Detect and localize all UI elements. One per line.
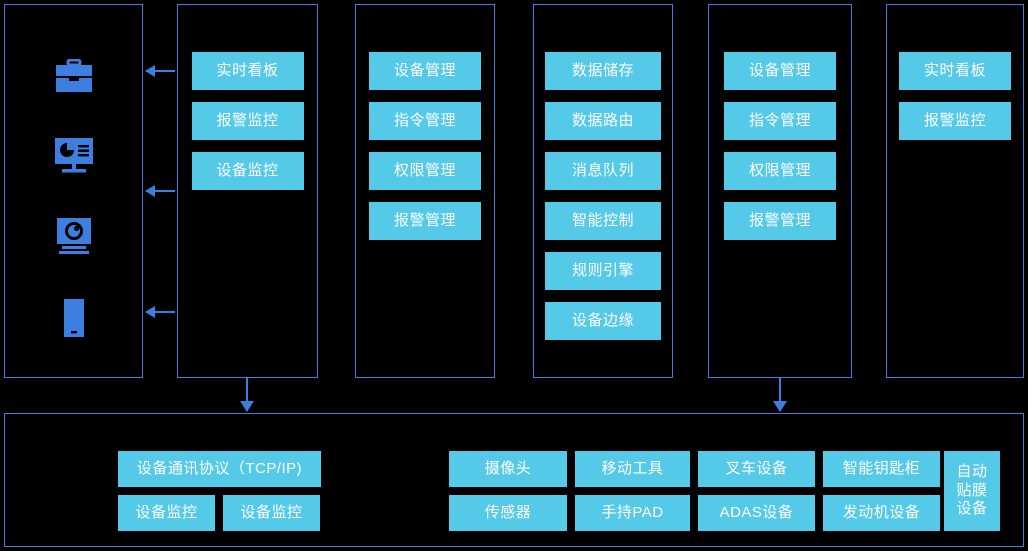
tall-device-group: 自动 贴膜 设备 (944, 451, 1000, 531)
column-management-layer-2: 设备管理 指令管理 权限管理 报警管理 (708, 4, 852, 378)
column-platform-layer: 数据储存 数据路由 消息队列 智能控制 规则引擎 设备边缘 (533, 4, 673, 378)
chip-realtime-dashboard-2[interactable]: 实时看板 (899, 52, 1011, 90)
chip-device-monitor-a[interactable]: 设备监控 (118, 495, 215, 531)
management-layer-chips: 设备管理 指令管理 权限管理 报警管理 (356, 52, 494, 240)
chip-rule-engine[interactable]: 规则引擎 (545, 252, 661, 290)
chip-alarm-management[interactable]: 报警管理 (369, 202, 481, 240)
chip-device-monitor[interactable]: 设备监控 (191, 152, 304, 190)
arrow-mgmt-to-bottom (779, 378, 781, 411)
chip-data-routing[interactable]: 数据路由 (545, 102, 661, 140)
arrow-to-monitor (146, 190, 175, 192)
arrow-to-phone (146, 311, 175, 313)
chip-data-storage[interactable]: 数据储存 (545, 52, 661, 90)
chip-permission-management-2[interactable]: 权限管理 (724, 152, 836, 190)
column-application-layer: 实时看板 报警监控 设备监控 (177, 4, 318, 378)
chip-alarm-monitor[interactable]: 报警监控 (191, 102, 304, 140)
chip-command-management-2[interactable]: 指令管理 (724, 102, 836, 140)
terminal-icon-list (5, 5, 142, 377)
chip-alarm-monitor-2[interactable]: 报警监控 (899, 102, 1011, 140)
column-terminal-devices (4, 4, 143, 378)
chip-device-management[interactable]: 设备管理 (369, 52, 481, 90)
protocol-row-1: 设备通讯协议（TCP/IP) (118, 451, 321, 487)
chip-device-monitor-b[interactable]: 设备监控 (223, 495, 320, 531)
application-layer-2-chips: 实时看板 报警监控 (887, 52, 1023, 140)
chip-sensor[interactable]: 传感器 (449, 495, 567, 531)
hardware-group: 摄像头 移动工具 叉车设备 智能钥匙柜 传感器 手持PAD ADAS设备 发动机… (449, 451, 940, 531)
desktop-monitor-icon (51, 133, 97, 179)
camera-icon (51, 213, 97, 259)
chip-device-management-2[interactable]: 设备管理 (724, 52, 836, 90)
chip-auto-film-device[interactable]: 自动 贴膜 设备 (944, 451, 1000, 531)
platform-layer-chips: 数据储存 数据路由 消息队列 智能控制 规则引擎 设备边缘 (534, 52, 672, 340)
column-management-layer: 设备管理 指令管理 权限管理 报警管理 (355, 4, 495, 378)
arrow-app-to-bottom (246, 378, 248, 411)
protocol-group: 设备通讯协议（TCP/IP) 设备监控 设备监控 (118, 451, 321, 531)
chip-realtime-dashboard[interactable]: 实时看板 (191, 52, 304, 90)
chip-smart-key-cabinet[interactable]: 智能钥匙柜 (823, 451, 940, 487)
chip-handheld-pad[interactable]: 手持PAD (575, 495, 690, 531)
chip-smart-control[interactable]: 智能控制 (545, 202, 661, 240)
chip-camera[interactable]: 摄像头 (449, 451, 567, 487)
chip-device-edge[interactable]: 设备边缘 (545, 302, 661, 340)
chip-device-comm-protocol[interactable]: 设备通讯协议（TCP/IP) (118, 451, 321, 487)
chip-adas-device[interactable]: ADAS设备 (698, 495, 815, 531)
chip-forklift[interactable]: 叉车设备 (698, 451, 815, 487)
chip-command-management[interactable]: 指令管理 (369, 102, 481, 140)
column-application-layer-2: 实时看板 报警监控 (886, 4, 1024, 378)
hardware-row-1: 摄像头 移动工具 叉车设备 智能钥匙柜 (449, 451, 940, 487)
chip-alarm-management-2[interactable]: 报警管理 (724, 202, 836, 240)
chip-mobile-tool[interactable]: 移动工具 (575, 451, 690, 487)
management-layer-2-chips: 设备管理 指令管理 权限管理 报警管理 (709, 52, 851, 240)
chip-engine-device[interactable]: 发动机设备 (823, 495, 940, 531)
toolbox-icon (51, 54, 97, 100)
chip-permission-management[interactable]: 权限管理 (369, 152, 481, 190)
mobile-phone-icon (51, 295, 97, 341)
protocol-row-2: 设备监控 设备监控 (118, 495, 321, 531)
device-access-layer-panel: 设备通讯协议（TCP/IP) 设备监控 设备监控 摄像头 移动工具 叉车设备 智… (4, 413, 1024, 547)
application-layer-chips: 实时看板 报警监控 设备监控 (178, 52, 317, 190)
hardware-row-2: 传感器 手持PAD ADAS设备 发动机设备 (449, 495, 940, 531)
chip-message-queue[interactable]: 消息队列 (545, 152, 661, 190)
arrow-to-toolbox (146, 70, 175, 72)
